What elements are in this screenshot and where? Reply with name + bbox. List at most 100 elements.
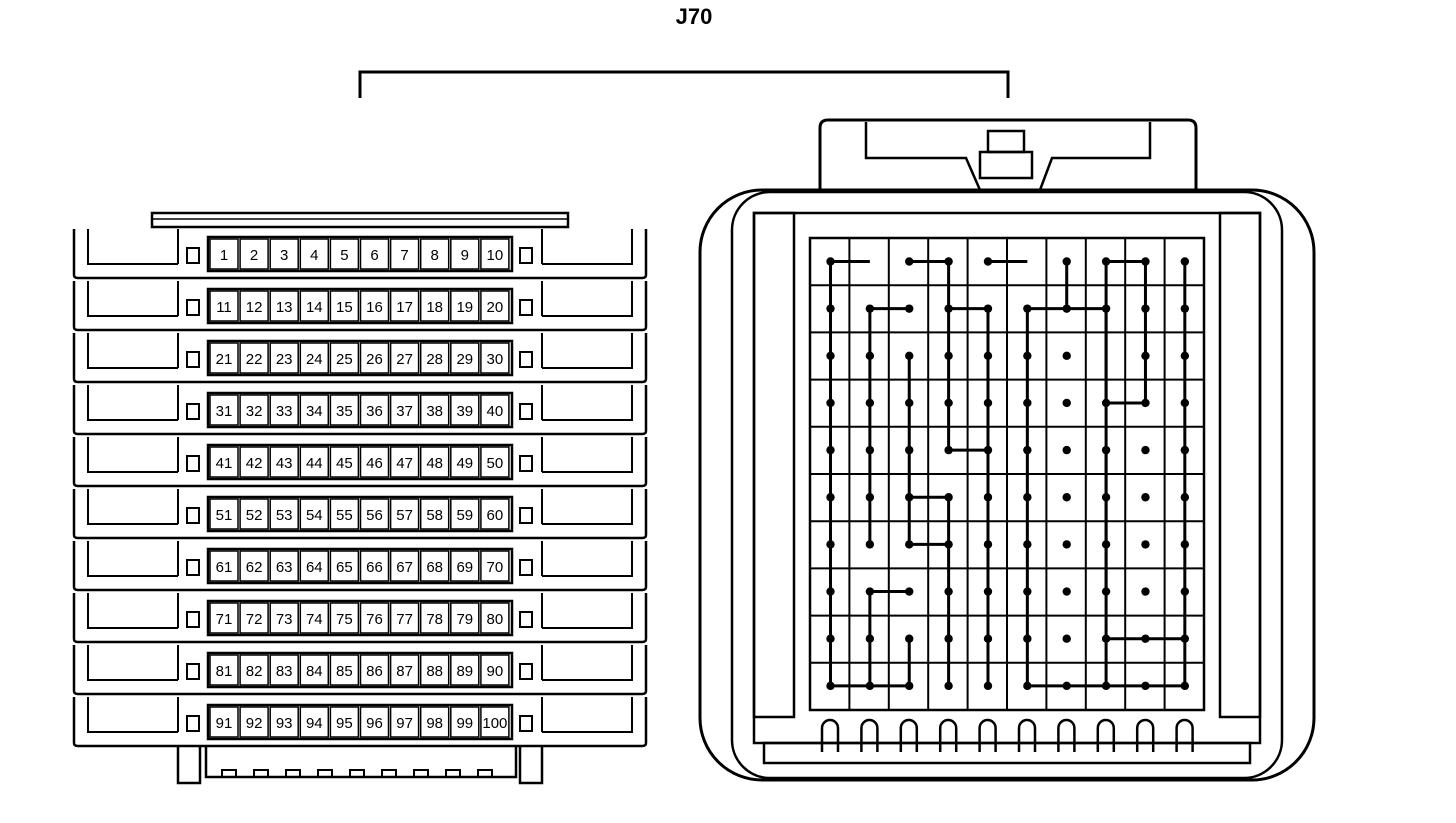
terminal-dot [1101,587,1111,596]
terminal-dot [826,304,835,313]
pin-number: 80 [487,611,504,628]
pin-number: 53 [276,507,293,524]
row-recess [87,385,633,421]
latch-window [186,455,200,472]
terminal-dot [905,351,914,360]
terminal-dot [983,257,993,266]
row-recess [87,281,633,317]
connector-label: J70 [675,4,713,29]
pin-number: 40 [487,403,504,420]
pin-cell [419,394,450,426]
terminal-dot [1141,257,1150,266]
latch-window [186,559,200,576]
pin-cell [269,446,299,478]
pin-cell [389,394,420,426]
pin-number: 47 [396,455,413,472]
row-recess [87,697,633,733]
terminal-dot [1180,304,1190,313]
terminal-dot [1141,304,1150,313]
pin-cell [329,498,360,530]
pin-cell [209,550,239,582]
row-recess [87,229,633,265]
pin-cell [269,602,299,634]
pin-cell [450,654,480,686]
terminal-dot [944,257,953,266]
terminal-dot [944,681,953,691]
terminal-dot [1062,587,1071,596]
row-recess [87,333,633,369]
pin-cell [239,706,269,738]
terminal-dot [826,587,835,596]
pin-number: 2 [250,247,258,264]
terminal-dot [1180,634,1190,643]
pin-number: 30 [487,351,504,368]
pin-number: 48 [426,455,443,472]
pin-number: 62 [246,559,263,576]
pin-cell [359,654,390,686]
terminal-dot [826,540,835,549]
pin-number: 9 [461,247,469,264]
comb-tooth [253,769,269,777]
pin-number: 97 [396,715,413,732]
pin-number: 79 [456,611,473,628]
housing-outer [698,188,1316,782]
pin-number: 99 [456,715,473,732]
pin-number: 15 [336,299,353,316]
pin-number: 51 [216,507,233,524]
pin-number: 69 [456,559,473,576]
comb-tooth [317,769,333,777]
pin-cell [329,342,360,374]
pin-cell [239,342,269,374]
terminal-dot [905,634,914,643]
pin-number: 43 [276,455,293,472]
pin-cell [450,550,480,582]
pin-cell [329,602,360,634]
pin-cell [299,238,330,270]
terminal-dot [826,493,835,502]
pin-cell [389,498,420,530]
pin-number: 88 [426,663,443,680]
terminal-dot [1062,351,1071,360]
terminal-dot [983,587,993,596]
terminal-dot [944,634,953,643]
pin-number: 74 [306,611,323,628]
latch-window [519,351,533,368]
terminal-dot [865,540,875,549]
terminal-dot [865,493,875,502]
row-frame [72,697,648,748]
pin-cell [209,446,239,478]
row-recess [87,645,633,681]
pin-cell [329,446,360,478]
pin-cell [480,394,510,426]
terminal-slot [820,718,840,752]
pin-strip [206,339,514,377]
pin-number: 31 [216,403,233,420]
pin-number: 61 [216,559,233,576]
pin-cell [419,342,450,374]
pin-cell [239,602,269,634]
latch-window [186,247,200,264]
terminal-dot [1023,304,1032,313]
pin-number: 46 [366,455,383,472]
terminal-dot [826,634,835,643]
terminal-dot [1062,304,1071,313]
pin-cell [359,550,390,582]
pin-cell [480,654,510,686]
comb-tooth [477,769,493,777]
terminal-dot [865,634,875,643]
pin-number: 87 [396,663,413,680]
pin-cell [419,290,450,322]
pin-cell [389,602,420,634]
pin-cell [299,290,330,322]
comb-tooth [221,769,237,777]
terminal-dot [1023,540,1032,549]
latch-window [186,507,200,524]
top-rail [150,211,570,229]
pin-number: 81 [216,663,233,680]
pin-cell [239,238,269,270]
pin-cell [269,394,299,426]
